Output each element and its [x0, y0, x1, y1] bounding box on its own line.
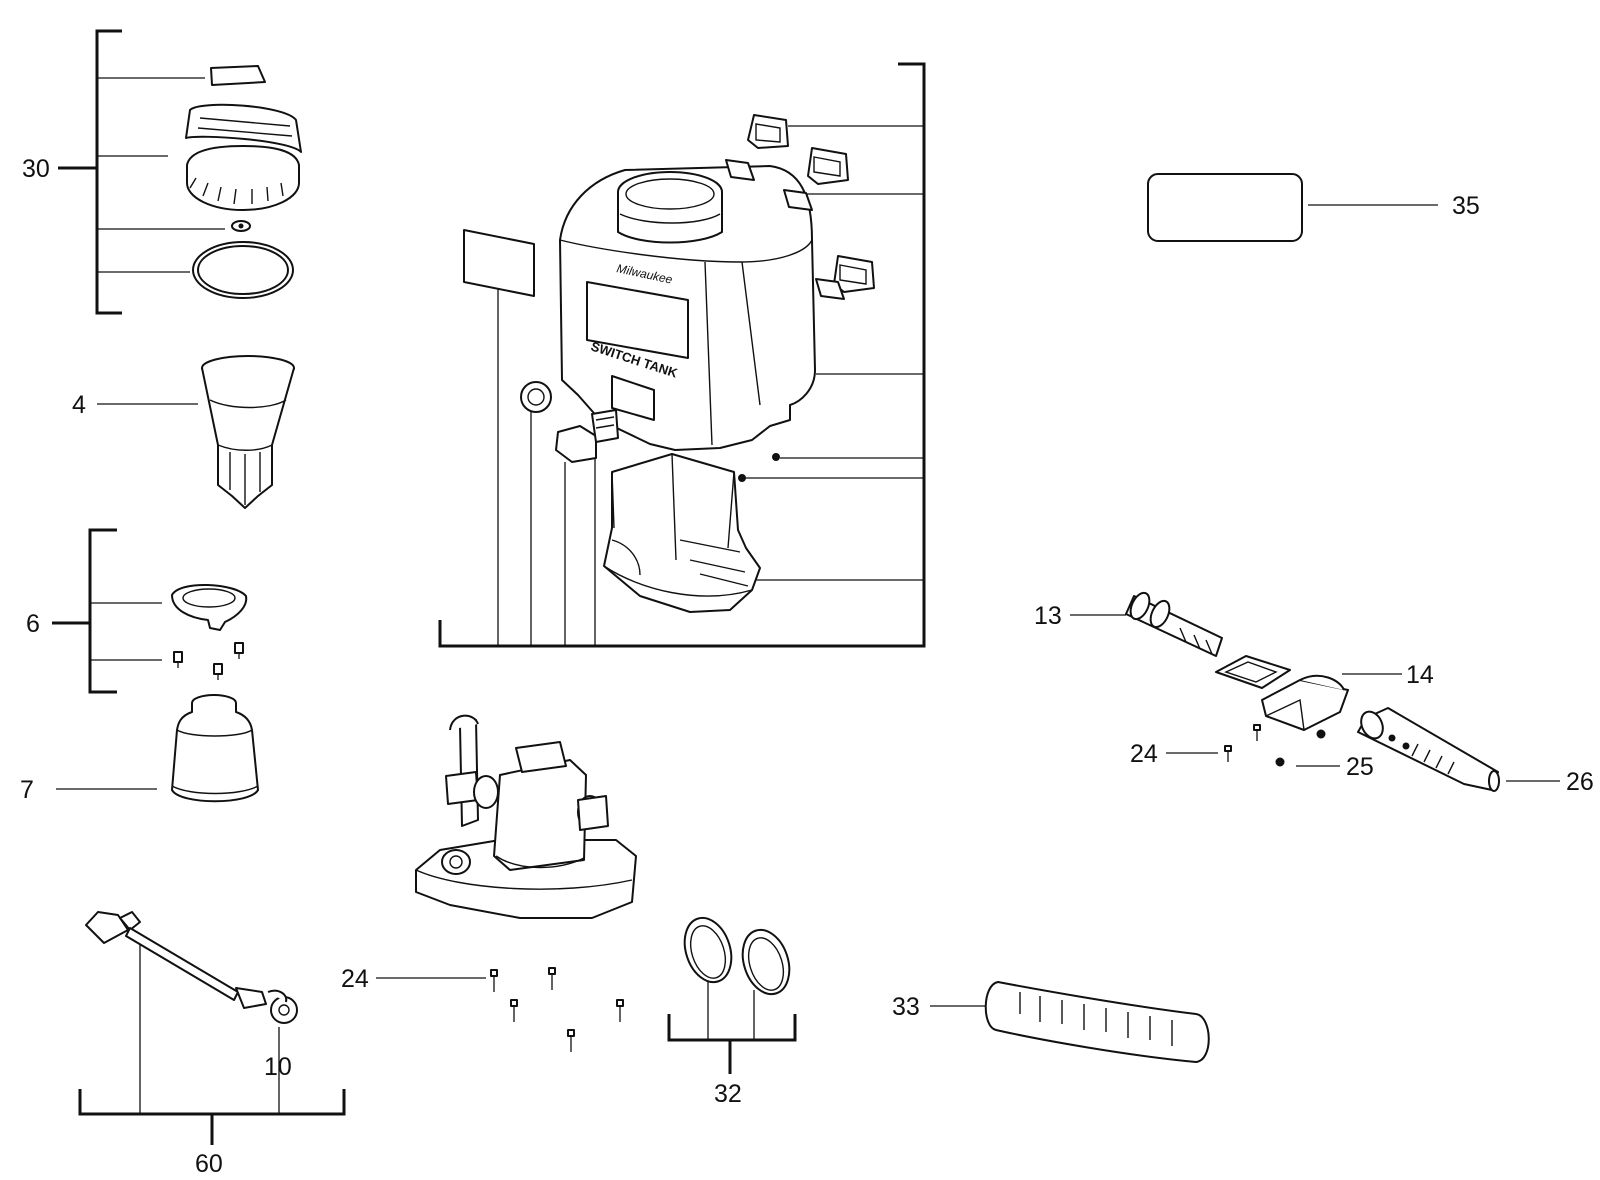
callout-26: 26 — [1566, 768, 1594, 796]
callout-6: 6 — [26, 610, 40, 638]
callout-30: 30 — [22, 155, 50, 183]
bracket-6 — [88, 528, 117, 694]
part-26-nozzle-tip — [1357, 707, 1500, 792]
tank-base — [603, 453, 761, 613]
tank-assembly: Milwaukee SWITCH TANK — [438, 62, 926, 648]
assembly-6: 6 — [26, 528, 248, 694]
assembly-30: 30 — [22, 29, 302, 315]
part-13-connector — [1125, 591, 1223, 657]
pump-assembly — [415, 714, 637, 919]
tank-bracket — [438, 62, 926, 648]
assembly-32: 32 — [667, 916, 797, 1108]
retainer-ring — [171, 584, 248, 631]
bracket-32 — [667, 1014, 797, 1042]
lid-label-plate — [210, 65, 266, 86]
part-35-label: 35 — [1147, 173, 1480, 242]
part-7-cup: 7 — [20, 694, 259, 804]
lid-cap — [185, 103, 302, 211]
assembly-60: 60 10 — [78, 911, 346, 1178]
tank-window — [586, 281, 689, 359]
callout-60: 60 — [195, 1150, 223, 1178]
nozzle-assembly: 13 14 24 25 — [1034, 591, 1594, 796]
hose-clamps — [683, 916, 791, 996]
pump-screws: 24 — [341, 965, 624, 1052]
hose-wand — [85, 911, 298, 1024]
callout-24-pump: 24 — [341, 965, 369, 993]
retainer-screws — [173, 642, 244, 680]
part-14-housing — [1215, 655, 1349, 731]
tank-body: Milwaukee SWITCH TANK — [559, 165, 816, 451]
callout-13: 13 — [1034, 602, 1062, 630]
callout-10: 10 — [264, 1053, 292, 1081]
callout-35: 35 — [1452, 192, 1480, 220]
callout-7: 7 — [20, 776, 34, 804]
callout-4: 4 — [72, 391, 86, 419]
part-4-filter-basket: 4 — [72, 355, 295, 509]
part-33-grip: 33 — [892, 981, 1210, 1063]
callout-32: 32 — [714, 1080, 742, 1108]
tank-decal — [463, 229, 535, 297]
callout-25: 25 — [1346, 753, 1374, 781]
callout-24-nozzle: 24 — [1130, 740, 1158, 768]
callout-14: 14 — [1406, 661, 1434, 689]
tank-clips — [725, 114, 875, 300]
bracket-60 — [78, 1089, 346, 1116]
tank-small-parts — [520, 381, 780, 482]
bracket-30 — [95, 29, 122, 315]
o-ring — [192, 241, 294, 299]
callout-33: 33 — [892, 993, 920, 1021]
nozzle-screws — [1224, 724, 1326, 767]
